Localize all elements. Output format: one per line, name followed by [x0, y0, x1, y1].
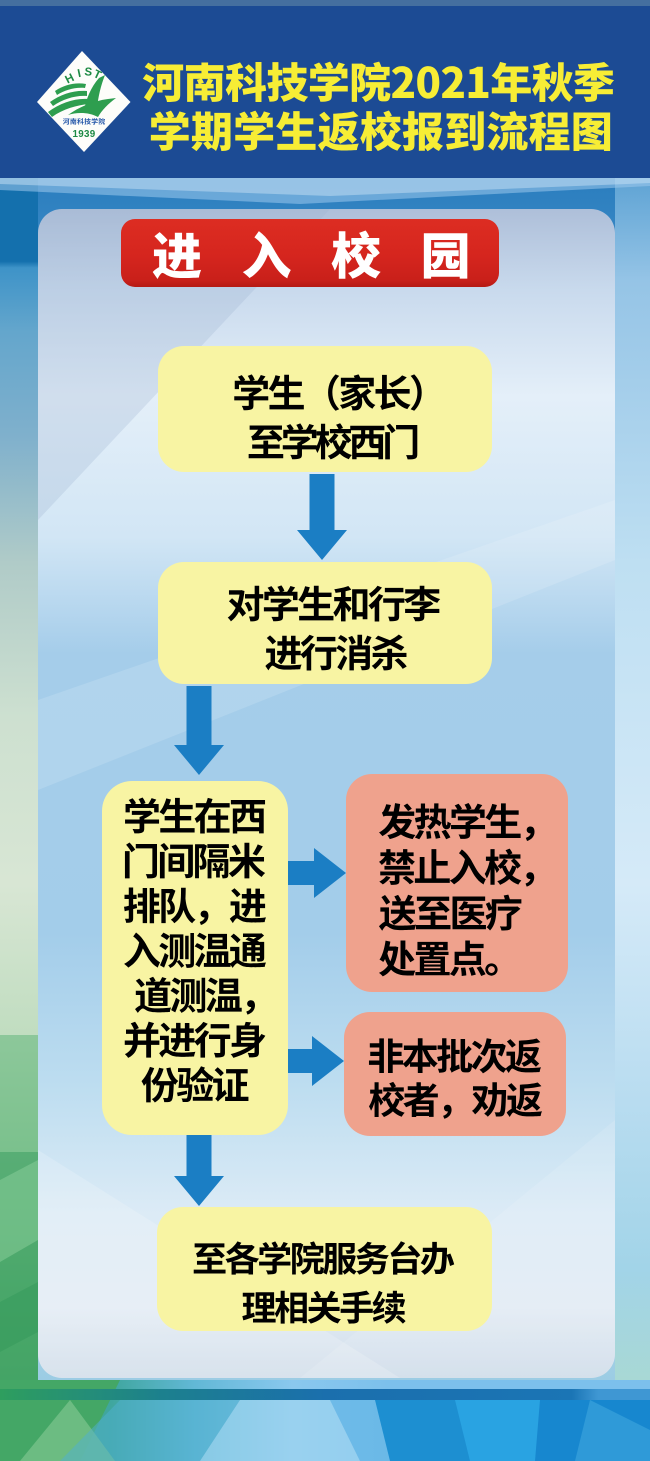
svg-text:1939: 1939	[73, 129, 96, 140]
svg-text:T: T	[91, 68, 102, 82]
svg-text:S: S	[84, 66, 93, 79]
svg-text:I: I	[76, 68, 82, 80]
